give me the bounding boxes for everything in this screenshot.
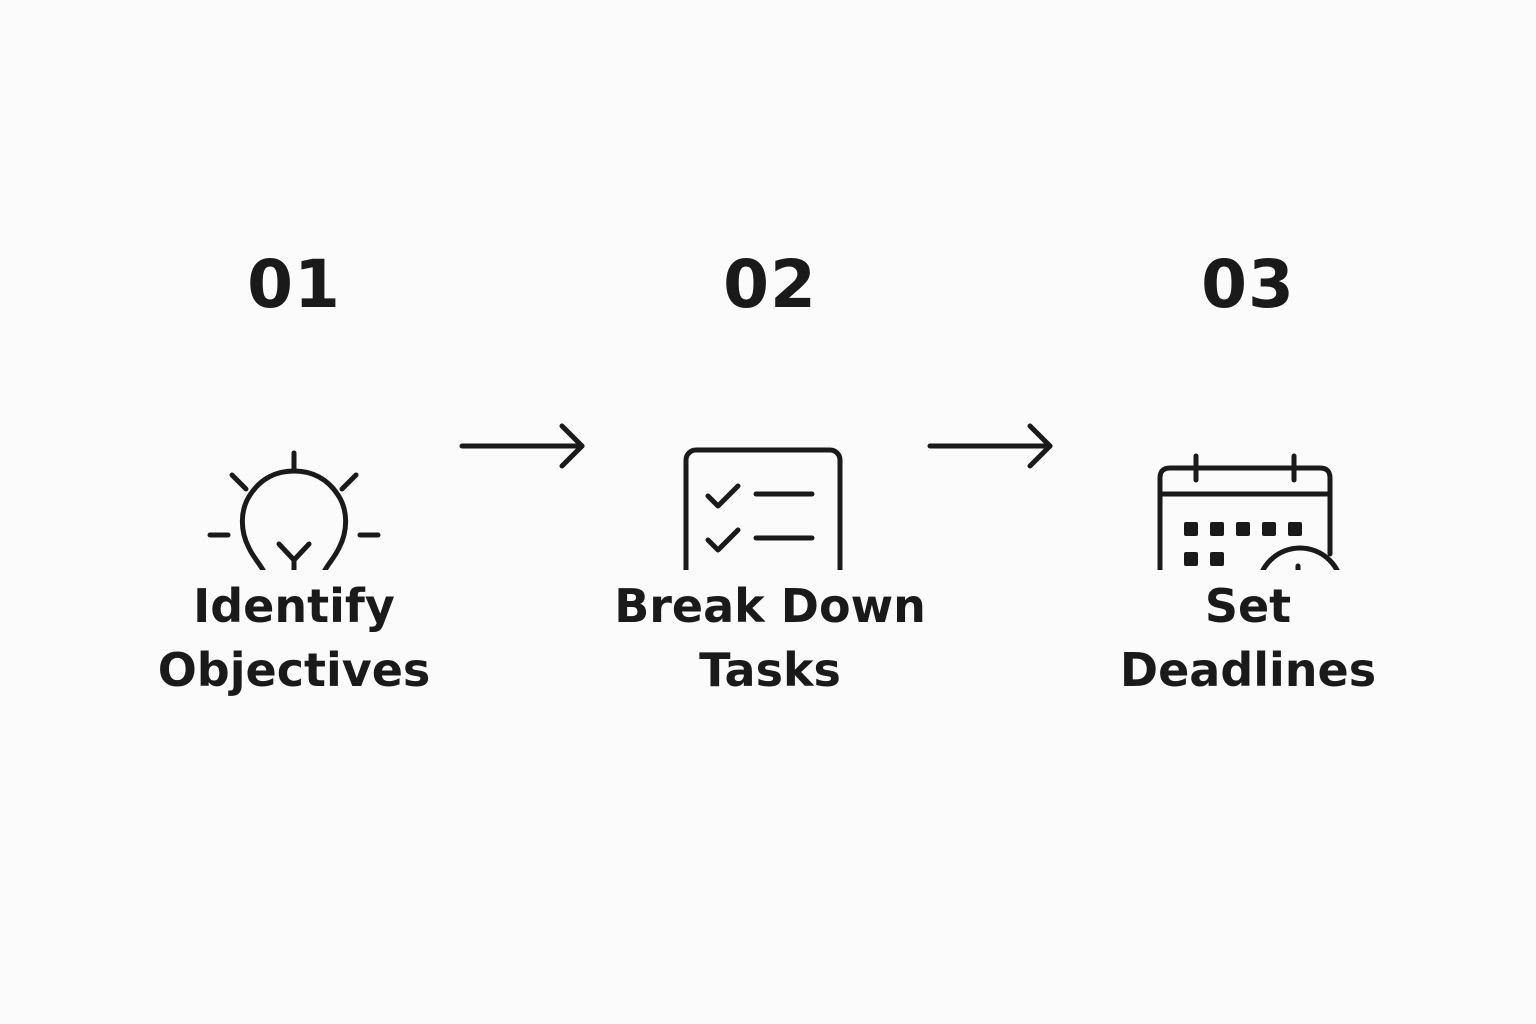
- arrow-right-icon: [927, 423, 1053, 469]
- label-line: Set: [1204, 579, 1292, 633]
- label-line: Objectives: [157, 643, 431, 697]
- arrow-right-icon: [459, 423, 585, 469]
- label-line: Identify: [193, 579, 395, 633]
- calendar-clock-icon: [1058, 330, 1438, 570]
- step-number: 01: [247, 246, 341, 323]
- step-set-deadlines: 03: [1058, 240, 1438, 702]
- lightbulb-icon: [104, 330, 484, 570]
- step-label: Set Deadlines: [1058, 574, 1438, 702]
- label-line: Deadlines: [1119, 643, 1377, 697]
- step-number: 03: [1201, 246, 1295, 323]
- step-identify-objectives: 01 Identify Objectives: [104, 240, 484, 702]
- step-break-down-tasks: 02 Break Down Tasks: [580, 240, 960, 702]
- label-line: Break Down: [614, 579, 926, 633]
- step-label: Break Down Tasks: [580, 574, 960, 702]
- step-label: Identify Objectives: [104, 574, 484, 702]
- label-line: Tasks: [699, 643, 841, 697]
- checklist-icon: [580, 330, 960, 570]
- step-number: 02: [723, 246, 817, 323]
